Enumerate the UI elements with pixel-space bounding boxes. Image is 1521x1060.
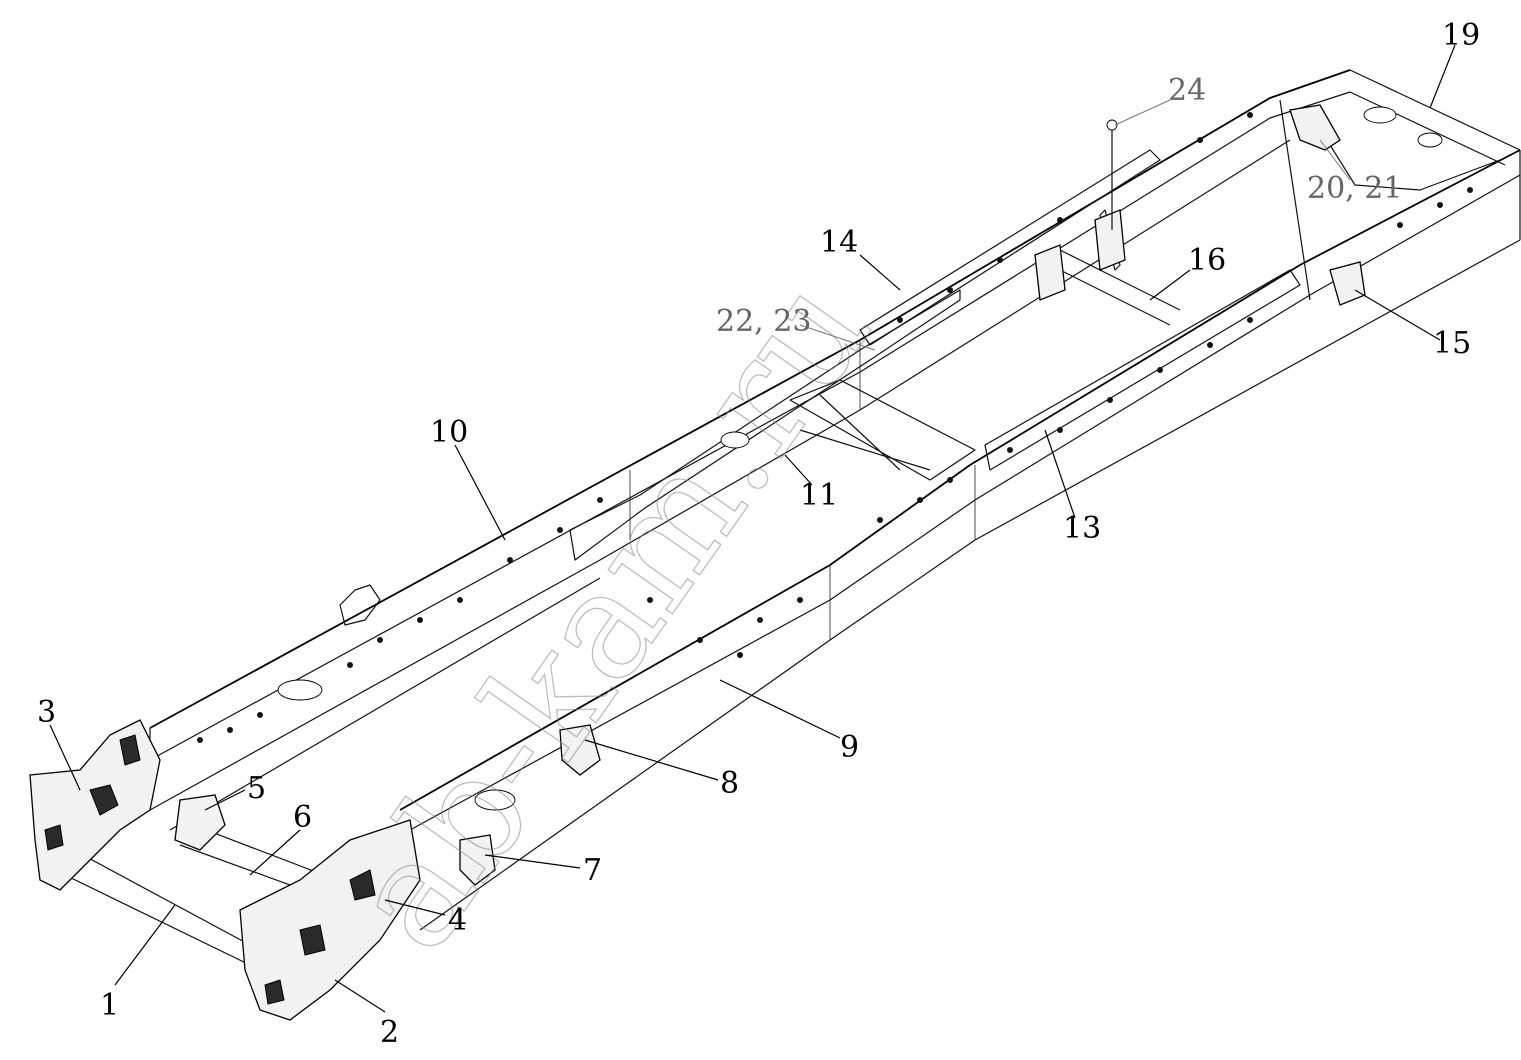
rear-bracket-20-21 <box>1289 104 1341 151</box>
leader-lines <box>49 44 1456 1013</box>
callout-16: 16 <box>1188 243 1226 278</box>
rear-crossmember <box>1279 69 1521 301</box>
callout-9: 9 <box>840 730 859 765</box>
callout-14: 14 <box>820 225 858 260</box>
callout-19: 19 <box>1442 18 1480 53</box>
callout-2: 2 <box>380 1015 399 1050</box>
spring-bracket-8 <box>559 724 601 776</box>
callout-10: 10 <box>430 415 468 450</box>
callout-8: 8 <box>720 766 739 801</box>
rail-holes <box>197 106 1473 811</box>
callout-20-21: 20, 21 <box>1307 171 1402 206</box>
callout-6: 6 <box>293 800 312 835</box>
callout-4: 4 <box>448 903 467 938</box>
watermark: ab-kam.ru <box>317 246 904 980</box>
callout-24: 24 <box>1168 73 1206 108</box>
small-bracket-on-rail <box>339 584 381 626</box>
left-front-bracket <box>29 719 161 891</box>
pin-24 <box>1106 119 1118 230</box>
spring-bracket-5 <box>174 794 226 851</box>
left-side-rail <box>149 69 1351 831</box>
callout-3: 3 <box>37 695 56 730</box>
callout-5: 5 <box>247 771 266 806</box>
cross-bracket-16 <box>1034 209 1126 301</box>
callout-1: 1 <box>100 988 119 1023</box>
middle-crossmember <box>789 379 976 481</box>
right-side-rail <box>399 149 1521 931</box>
right-front-bracket <box>239 819 421 1021</box>
callout-22-23: 22, 23 <box>716 304 811 339</box>
callout-11: 11 <box>800 478 838 513</box>
spring-bracket-15 <box>1329 261 1366 306</box>
callout-7: 7 <box>583 853 602 888</box>
callout-15: 15 <box>1433 326 1471 361</box>
spring-bracket-7 <box>459 834 496 886</box>
callout-13: 13 <box>1063 511 1101 546</box>
